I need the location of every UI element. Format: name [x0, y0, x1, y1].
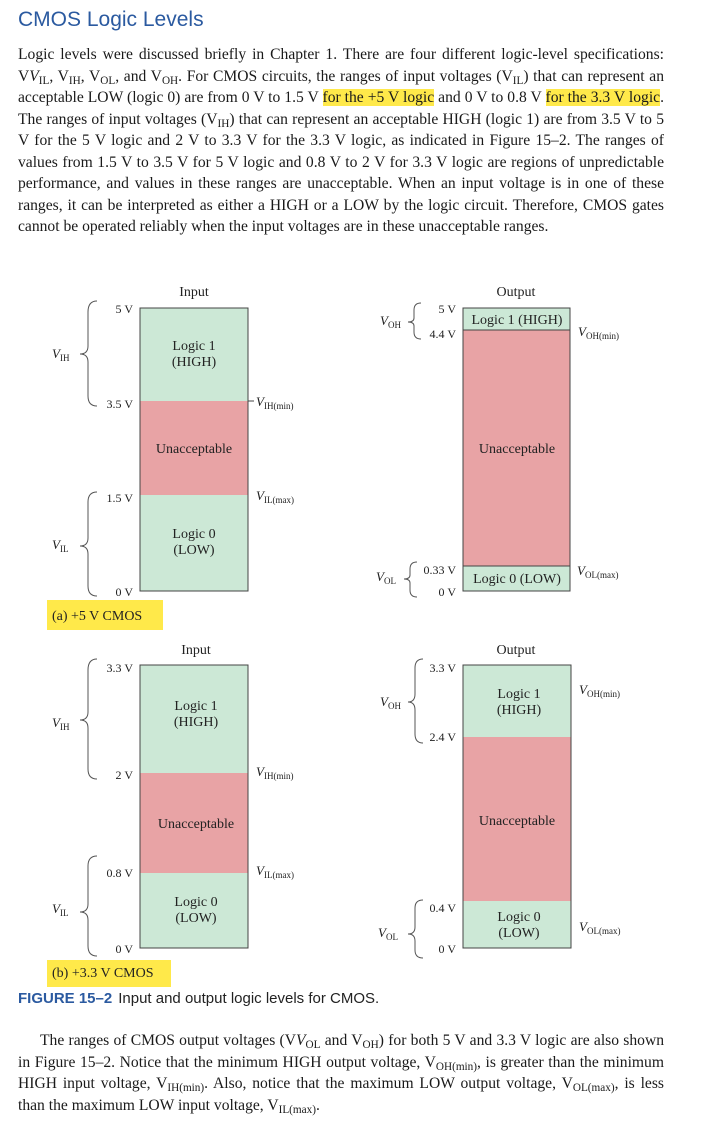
figure-caption-label: FIGURE 15–2: [18, 990, 113, 1007]
panel-b-vih-label: VIH: [52, 715, 70, 732]
panel-b-output-high-label-2: (HIGH): [497, 703, 542, 718]
panel-b-input-tick: 0.8 V: [107, 866, 134, 880]
panel-a-vol-max-label: VOL(max): [577, 563, 618, 580]
panel-b-input: Input Logic 1 (HIGH) Unacceptable Logic …: [52, 643, 294, 957]
panel-a-vih-min-label: VIH(min): [256, 394, 293, 411]
figure-caption: FIGURE 15–2 Input and output logic levels…: [18, 990, 379, 1007]
panel-a-input-high-label-1: Logic 1: [172, 339, 215, 354]
panel-a-output-tick: 0.33 V: [424, 563, 457, 577]
panel-a-input-mid-label: Unacceptable: [156, 442, 232, 457]
panel-a-caption-highlight: [47, 600, 163, 630]
panel-b-vil-brace: [79, 855, 98, 957]
panel-b-vih-brace: [79, 658, 98, 780]
panel-b-input-tick: 0 V: [116, 942, 134, 956]
panel-a-input-unacceptable-band: [140, 401, 248, 495]
panel-a-caption: (a) +5 V CMOS: [52, 609, 142, 624]
panel-a-vil-max-label: VIL(max): [256, 488, 294, 505]
panel-a-input-tick: 3.5 V: [107, 397, 134, 411]
intro-paragraph: Logic levels were discussed briefly in C…: [18, 46, 665, 235]
panel-b-input-low-label-2: (LOW): [175, 911, 217, 926]
panel-a-input-tick: 1.5 V: [107, 491, 134, 505]
panel-a-output-high-label: Logic 1 (HIGH): [472, 313, 563, 328]
panel-b-input-mid-label: Unacceptable: [158, 817, 234, 832]
panel-b-caption-highlight: [47, 960, 171, 987]
panel-b-output-tick: 0 V: [439, 942, 457, 956]
panel-a-output-high-band: [463, 308, 570, 330]
panel-b-voh-label: VOH: [380, 694, 401, 711]
panel-b-output-high-band: [463, 665, 571, 737]
panel-b-input-tick: 2 V: [116, 768, 134, 782]
panel-b-input-tick: 3.3 V: [107, 661, 134, 675]
panel-b-vil-label: VIL: [52, 901, 68, 918]
panel-a-input-tick: 5 V: [116, 302, 134, 316]
panel-a-vil-label: VIL: [52, 537, 68, 554]
panel-a-input-high-band: [140, 308, 248, 401]
panel-a-output-tick: 4.4 V: [430, 327, 457, 341]
panel-a-output: Output Logic 1 (HIGH) Unacceptable Logic…: [376, 285, 619, 599]
panel-a-output-mid-label: Unacceptable: [479, 442, 555, 457]
panel-a-input-low-band: [140, 495, 248, 591]
panel-a-vol-label: VOL: [376, 569, 396, 586]
panel-a-output-low-label: Logic 0 (LOW): [473, 572, 561, 587]
panel-b-input-unacceptable-band: [140, 773, 248, 873]
panel-b-output-low-label-1: Logic 0: [497, 910, 540, 925]
panel-b-output-unacceptable-band: [463, 737, 571, 901]
panel-b-output-tick: 2.4 V: [430, 730, 457, 744]
panel-a-input: Input Logic 1 (HIGH) Unacceptable Logic …: [52, 285, 294, 599]
panel-a-vih-label: VIH: [52, 346, 70, 363]
panel-b-vol-brace: [407, 899, 424, 959]
panel-a-voh-brace: [407, 302, 422, 340]
panel-b-voh-min-label: VOH(min): [579, 682, 620, 699]
panel-b-output-low-band: [463, 901, 571, 948]
panel-a-output-title: Output: [497, 285, 536, 300]
panel-b-input-high-label-1: Logic 1: [174, 699, 217, 714]
panel-b-vih-min-label: VIH(min): [256, 764, 293, 781]
panel-a-vol-brace: [403, 561, 418, 598]
highlight-3v3-logic: for the 3.3 V logic: [545, 89, 661, 106]
panel-b-caption: (b) +3.3 V CMOS: [52, 966, 154, 981]
panel-a-output-tick: 0 V: [439, 585, 457, 599]
panel-a-voh-label: VOH: [380, 313, 401, 330]
panel-a-input-tick: 0 V: [116, 585, 134, 599]
panel-b-input-title: Input: [181, 643, 211, 658]
panel-a-vil-brace: [79, 491, 98, 597]
panel-a-input-low-label-1: Logic 0: [172, 527, 215, 542]
highlight-5v-logic: for the +5 V logic: [322, 89, 435, 106]
panel-a-input-low-label-2: (LOW): [173, 543, 215, 558]
figure-caption-text: Input and output logic levels for CMOS.: [118, 990, 380, 1007]
panel-b-input-low-label-1: Logic 0: [174, 895, 217, 910]
panel-a-output-low-band: [463, 566, 570, 591]
panel-b-vol-label: VOL: [378, 925, 398, 942]
panel-b-output-tick: 0.4 V: [430, 901, 457, 915]
panel-b-output-title: Output: [497, 643, 536, 658]
panel-a-input-title: Input: [179, 285, 209, 300]
panel-b-output-low-label-2: (LOW): [498, 926, 540, 941]
panel-b-input-high-label-2: (HIGH): [174, 715, 219, 730]
panel-b-output-tick: 3.3 V: [430, 661, 457, 675]
panel-b-output-high-label-1: Logic 1: [497, 687, 540, 702]
page-title: CMOS Logic Levels: [18, 8, 204, 31]
panel-a-voh-min-label: VOH(min): [578, 324, 619, 341]
panel-a-output-tick: 5 V: [439, 302, 457, 316]
closing-paragraph: The ranges of CMOS output voltages (VVOL…: [18, 1032, 665, 1116]
panel-b-voh-brace: [407, 658, 424, 744]
panel-a-vih-brace: [79, 300, 98, 407]
panel-b-vil-max-label: VIL(max): [256, 863, 294, 880]
panel-b-output-mid-label: Unacceptable: [479, 814, 555, 829]
panel-b-input-high-band: [140, 665, 248, 773]
panel-a-input-high-label-2: (HIGH): [172, 355, 217, 370]
panel-a-output-unacceptable-band: [463, 330, 570, 566]
panel-b-output: Output Logic 1 (HIGH) Unacceptable Logic…: [378, 643, 620, 959]
panel-b-vol-max-label: VOL(max): [579, 919, 620, 936]
panel-b-input-low-band: [140, 873, 248, 948]
